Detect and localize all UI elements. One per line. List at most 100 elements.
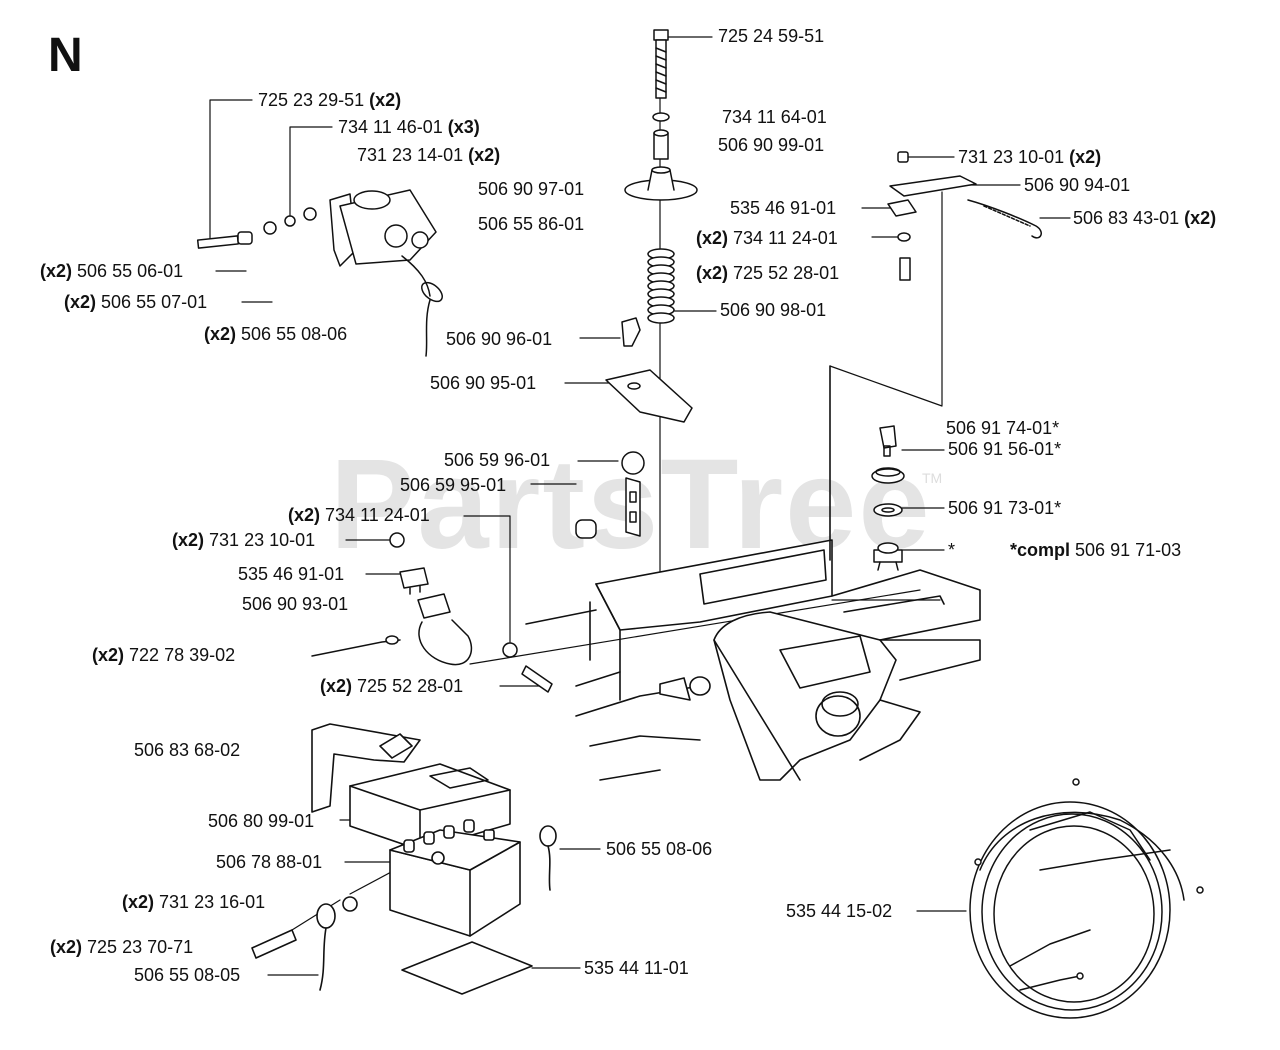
part-label-p26: 506 91 73-01* [948,498,1061,518]
part-label-p37: 506 78 88-01 [216,852,322,872]
part-label-quantity: (x3) [447,117,480,137]
part-number: 506 59 96-01 [444,450,551,470]
part-number: 506 90 98-01 [720,300,827,320]
part-number: * [948,540,956,560]
part-label-p9: 731 23 10-01 (x2) [958,147,1101,167]
part-number: 535 44 11-01 [584,958,689,978]
part-label-prefix: *compl [1010,540,1071,560]
part-number: 506 90 95-01 [430,373,537,393]
part-number: 731 23 16-01 [159,892,266,912]
part-label-p31: 506 90 93-01 [242,594,348,614]
part-label-p15: (x2) 506 55 06-01 [40,261,183,281]
part-label-p4: 731 23 14-01 (x2) [357,145,500,165]
part-label-quantity: (x2) [1069,147,1102,167]
part-number: 725 23 70-71 [87,937,194,957]
part-label-p13: (x2) 734 11 24-01 [696,228,838,248]
part-label-p21: 506 91 74-01* [946,418,1059,438]
battery-assembly [251,723,557,995]
part-label-prefix: (x2) [288,505,321,525]
part-number: 734 11 24-01 [325,505,430,525]
part-number: 506 90 96-01 [446,329,553,349]
part-label-prefix: (x2) [64,292,97,312]
part-label-p14: (x2) 725 52 28-01 [696,263,839,283]
part-number: 506 55 08-06 [606,839,713,859]
part-number: 725 24 59-51 [718,26,825,46]
part-number: 506 83 43-01 [1073,208,1180,228]
part-number: 722 78 39-02 [129,645,236,665]
part-number: 734 11 24-01 [733,228,838,248]
part-label-p25: (x2) 734 11 24-01 [288,505,430,525]
part-label-p36: 506 55 08-06 [606,839,712,859]
part-label-prefix: (x2) [696,263,729,283]
part-label-prefix: (x2) [696,228,729,248]
part-label-p23: 506 59 95-01 [400,475,506,495]
part-label-p32: (x2) 722 78 39-02 [92,645,235,665]
part-number: 731 23 10-01 [958,147,1065,167]
part-label-prefix: (x2) [40,261,73,281]
spring-icon [647,248,675,324]
part-label-p18: 506 90 98-01 [720,300,826,320]
part-label-p5: 734 11 64-01 [722,107,827,127]
part-number: 506 55 86-01 [478,214,585,234]
microswitch-assembly [311,532,553,693]
part-number: 725 52 28-01 [733,263,840,283]
part-number: 506 83 68-02 [134,740,241,760]
part-number: 734 11 46-01 [338,117,443,137]
part-number: 506 59 95-01 [400,475,507,495]
part-number: 506 91 71-03 [1075,540,1182,560]
part-number: 535 44 15-02 [786,901,893,921]
part-number: 734 11 64-01 [722,107,827,127]
part-label-p42: 535 44 11-01 [584,958,689,978]
part-label-quantity: (x2) [1184,208,1217,228]
part-label-p3: 734 11 46-01 (x3) [338,117,480,137]
part-number: 535 46 91-01 [730,198,837,218]
part-label-quantity: (x2) [369,90,402,110]
part-label-prefix: (x2) [204,324,237,344]
part-label-p8: 506 55 86-01 [478,214,584,234]
part-label-p2: 725 23 29-51 (x2) [258,90,401,110]
part-number: 725 23 29-51 [258,90,365,110]
part-label-p28: * [948,540,955,560]
part-label-p6: 506 90 99-01 [718,135,824,155]
part-label-p12: 506 83 43-01 (x2) [1073,208,1216,228]
part-label-p34: 506 83 68-02 [134,740,240,760]
wiring-harness [969,778,1204,1019]
part-number: 506 91 73-01* [948,498,1062,518]
part-label-p16: (x2) 506 55 07-01 [64,292,207,312]
part-number: 506 90 94-01 [1024,175,1131,195]
part-number: 535 46 91-01 [238,564,345,584]
part-number: 506 91 56-01* [948,439,1062,459]
part-label-p41: 506 55 08-05 [134,965,240,985]
part-label-prefix: (x2) [172,530,205,550]
part-number: 506 55 08-06 [241,324,348,344]
part-label-prefix: (x2) [92,645,125,665]
part-number: 506 78 88-01 [216,852,323,872]
key-switch-assembly [871,425,905,571]
part-label-quantity: (x2) [468,145,501,165]
part-number: 506 80 99-01 [208,811,315,831]
part-number: 731 23 10-01 [209,530,316,550]
part-number: 731 23 14-01 [357,145,464,165]
part-number: 506 55 07-01 [101,292,208,312]
part-label-p19: 506 90 96-01 [446,329,552,349]
bracket-assembly [887,151,1042,281]
part-number: 506 55 06-01 [77,261,184,281]
part-number: 506 90 99-01 [718,135,825,155]
part-label-p29: *compl 506 91 71-03 [1010,540,1181,560]
shaft-assembly [575,29,698,601]
frame [525,365,981,781]
part-label-p10: 506 90 94-01 [1024,175,1130,195]
part-label-p24: 506 91 56-01* [948,439,1061,459]
part-label-p30: 535 46 91-01 [238,564,344,584]
part-label-p22: 506 59 96-01 [444,450,550,470]
part-label-p38: (x2) 731 23 16-01 [122,892,265,912]
watermark-trademark: TM [922,470,943,486]
part-label-p40: (x2) 725 23 70-71 [50,937,193,957]
part-label-p1: 725 24 59-51 [718,26,824,46]
part-label-prefix: (x2) [50,937,83,957]
part-label-prefix: (x2) [320,676,353,696]
part-label-prefix: (x2) [122,892,155,912]
part-label-p27: (x2) 731 23 10-01 [172,530,315,550]
part-label-p33: (x2) 725 52 28-01 [320,676,463,696]
